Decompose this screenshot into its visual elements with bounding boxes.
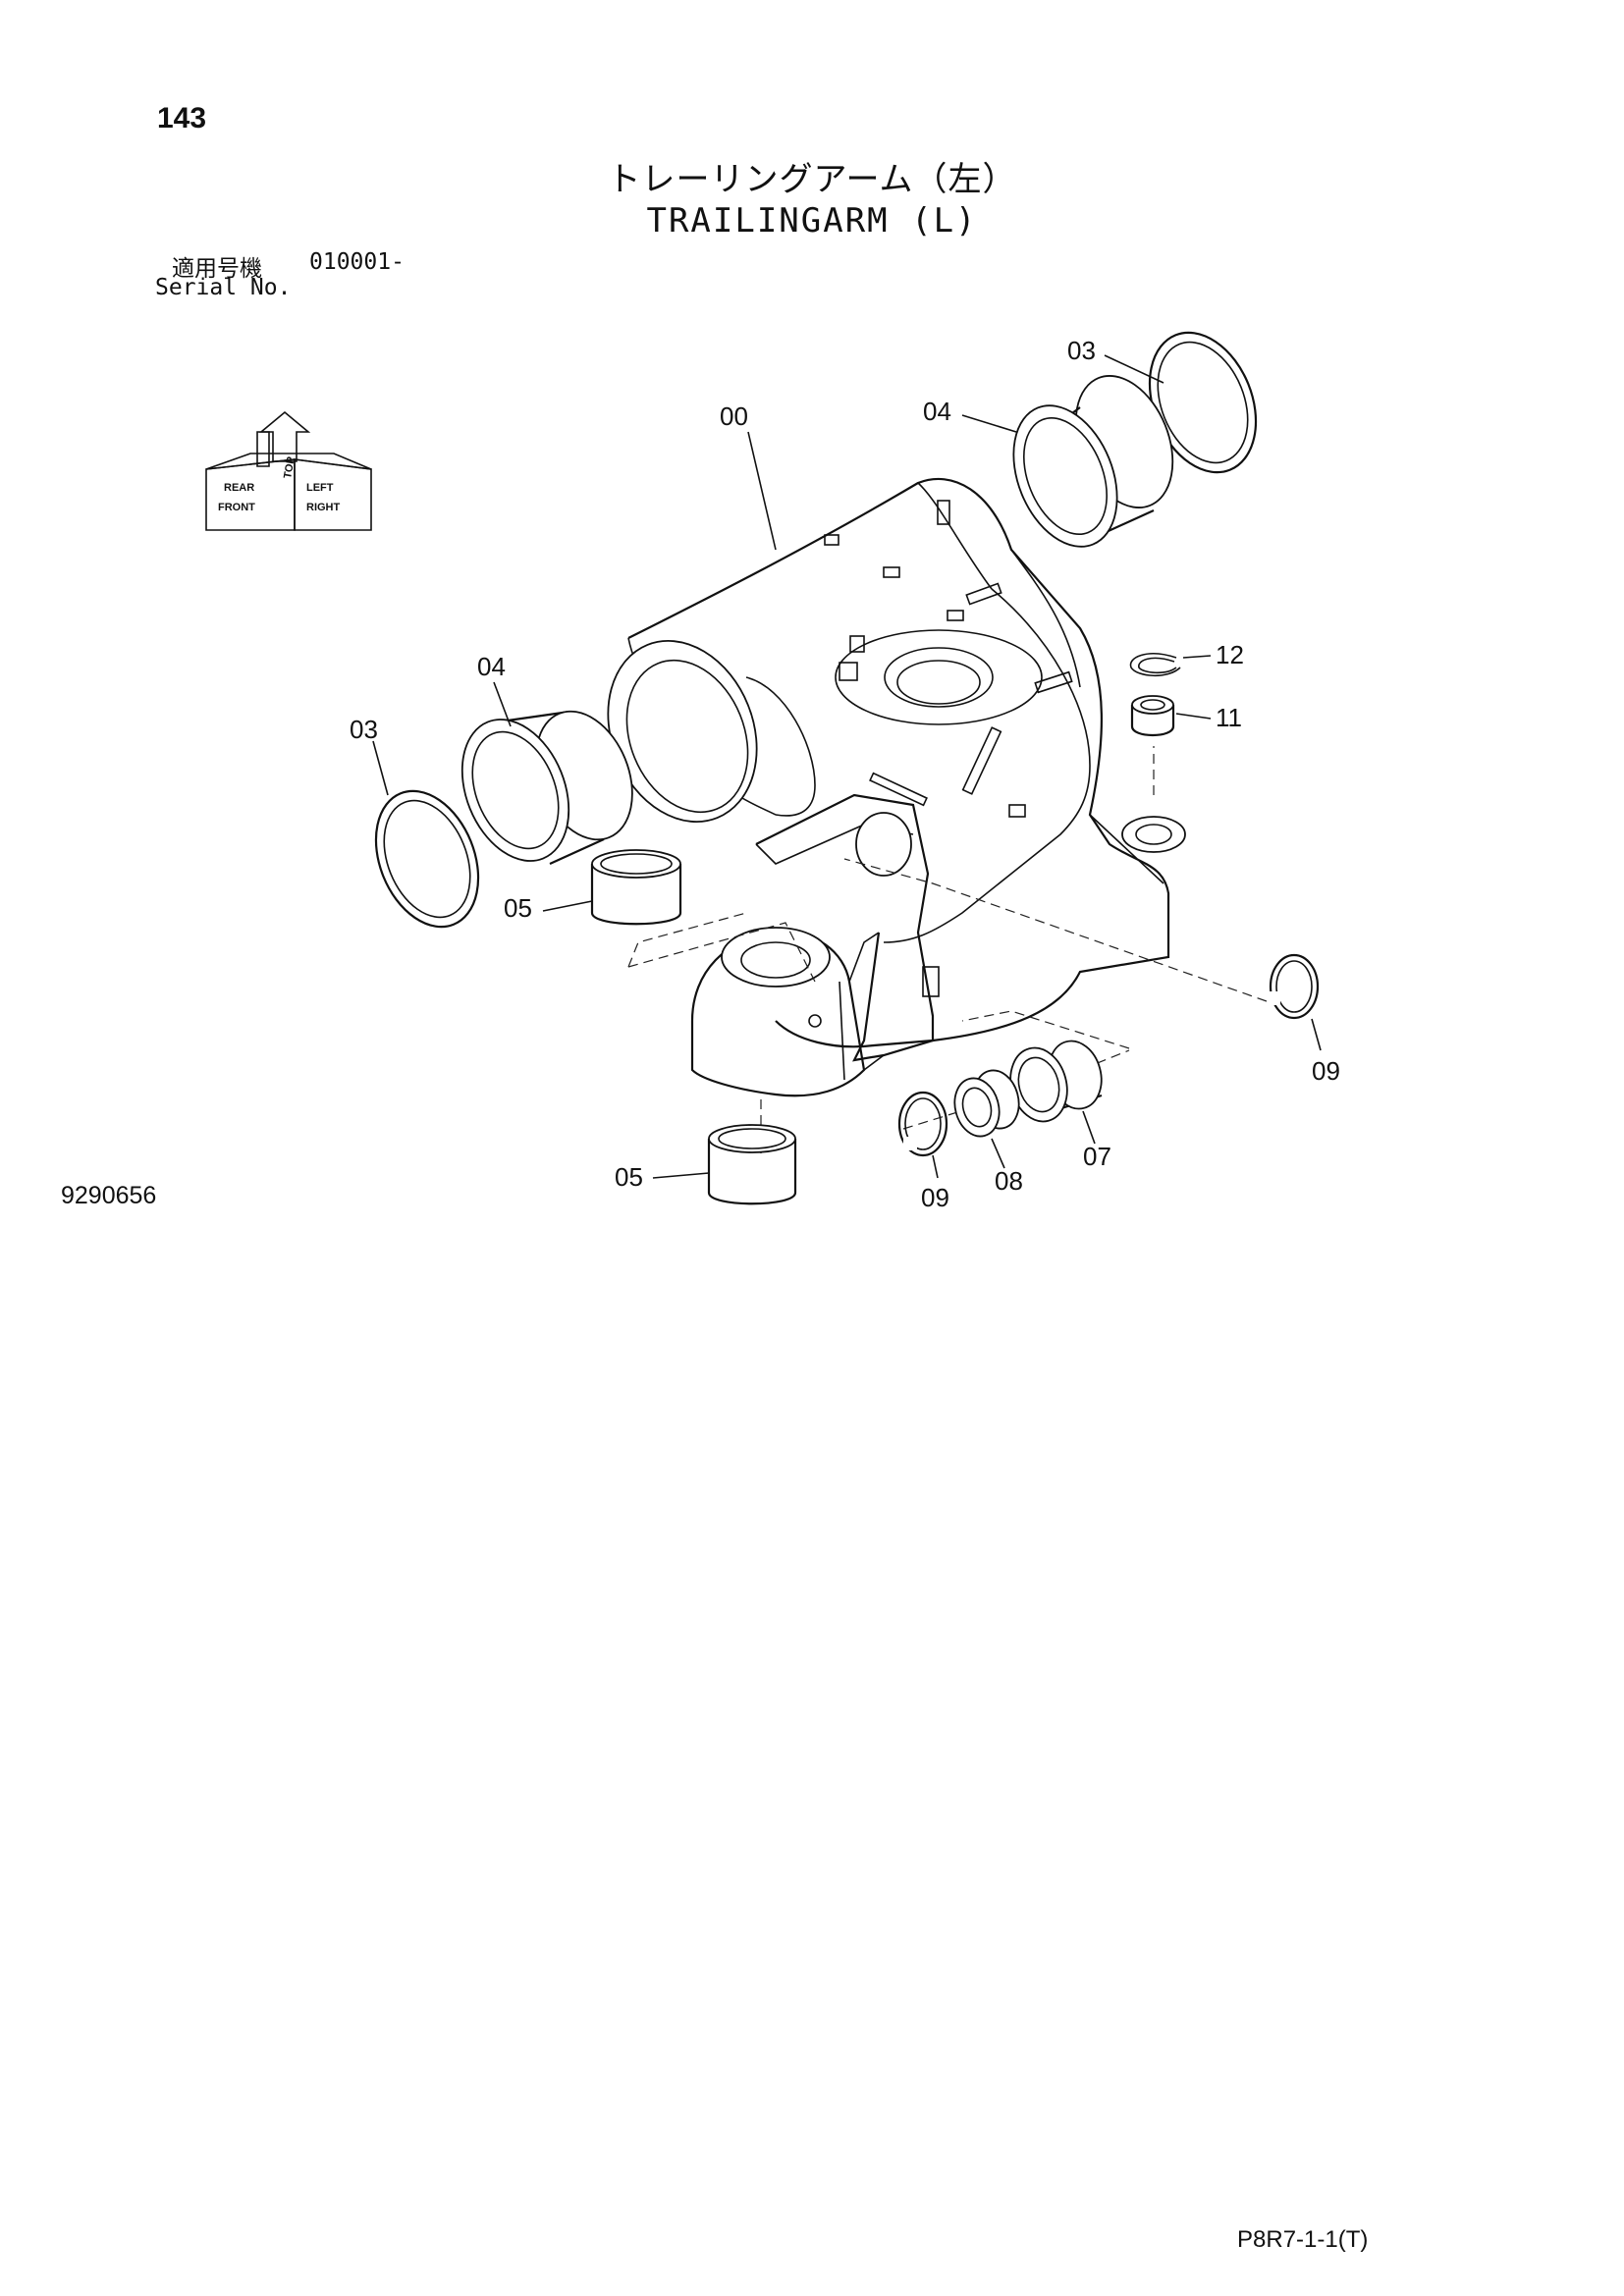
part-04-upper-bushing xyxy=(1012,375,1174,548)
callout-00: 00 xyxy=(720,401,748,431)
serial-label-english: Serial No. xyxy=(155,275,292,300)
part-09-right-snap-ring xyxy=(1267,953,1320,1020)
title-english: TRAILINGARM (L) xyxy=(646,201,978,240)
callout-labels: 00 03 04 12 11 04 03 05 09 07 08 09 05 xyxy=(350,336,1340,1212)
direction-rear-label: REAR xyxy=(224,482,254,494)
callout-04-upper: 04 xyxy=(923,397,951,426)
callout-03-left: 03 xyxy=(350,715,378,744)
callout-12: 12 xyxy=(1216,640,1244,669)
direction-indicator: FRONT REAR RIGHT LEFT TOP xyxy=(205,410,372,531)
part-05-bottom-bushing xyxy=(707,1124,797,1205)
part-03-left-seal-ring xyxy=(374,789,480,929)
direction-front-label: FRONT xyxy=(218,502,255,513)
part-12-snap-ring xyxy=(1129,653,1181,677)
direction-top-label: TOP xyxy=(282,455,298,479)
callout-08: 08 xyxy=(995,1166,1023,1196)
callout-09-bottom: 09 xyxy=(921,1183,949,1212)
serial-label-japanese: 適用号機 xyxy=(172,256,262,282)
part-11-spherical-bearing xyxy=(1130,695,1175,736)
direction-left-label: LEFT xyxy=(306,482,334,494)
serial-range: 010001- xyxy=(309,249,405,275)
drawing-number: 9290656 xyxy=(61,1182,157,1209)
callout-11: 11 xyxy=(1216,703,1242,732)
title-japanese: トレーリングアーム（左） xyxy=(607,160,1017,199)
part-05-left-bushing xyxy=(590,849,682,926)
page-number: 143 xyxy=(157,102,207,134)
part-09-bottom-snap-ring xyxy=(897,1091,948,1157)
part-04-left-bushing xyxy=(460,710,633,866)
part-08-bearing xyxy=(953,1069,1020,1138)
callout-07: 07 xyxy=(1083,1142,1111,1171)
callout-05-left: 05 xyxy=(504,893,532,923)
sheet-code: P8R7-1-1(T) xyxy=(1237,2226,1369,2253)
direction-right-label: RIGHT xyxy=(306,502,341,513)
callout-03-upper: 03 xyxy=(1067,336,1096,365)
callout-09-right: 09 xyxy=(1312,1056,1340,1086)
callout-04-left: 04 xyxy=(477,652,506,681)
callout-05-bottom: 05 xyxy=(615,1162,643,1192)
leader-lines xyxy=(372,354,1322,1179)
trailing-arm-body xyxy=(607,477,1186,1097)
part-07-bushing xyxy=(1009,1040,1103,1123)
